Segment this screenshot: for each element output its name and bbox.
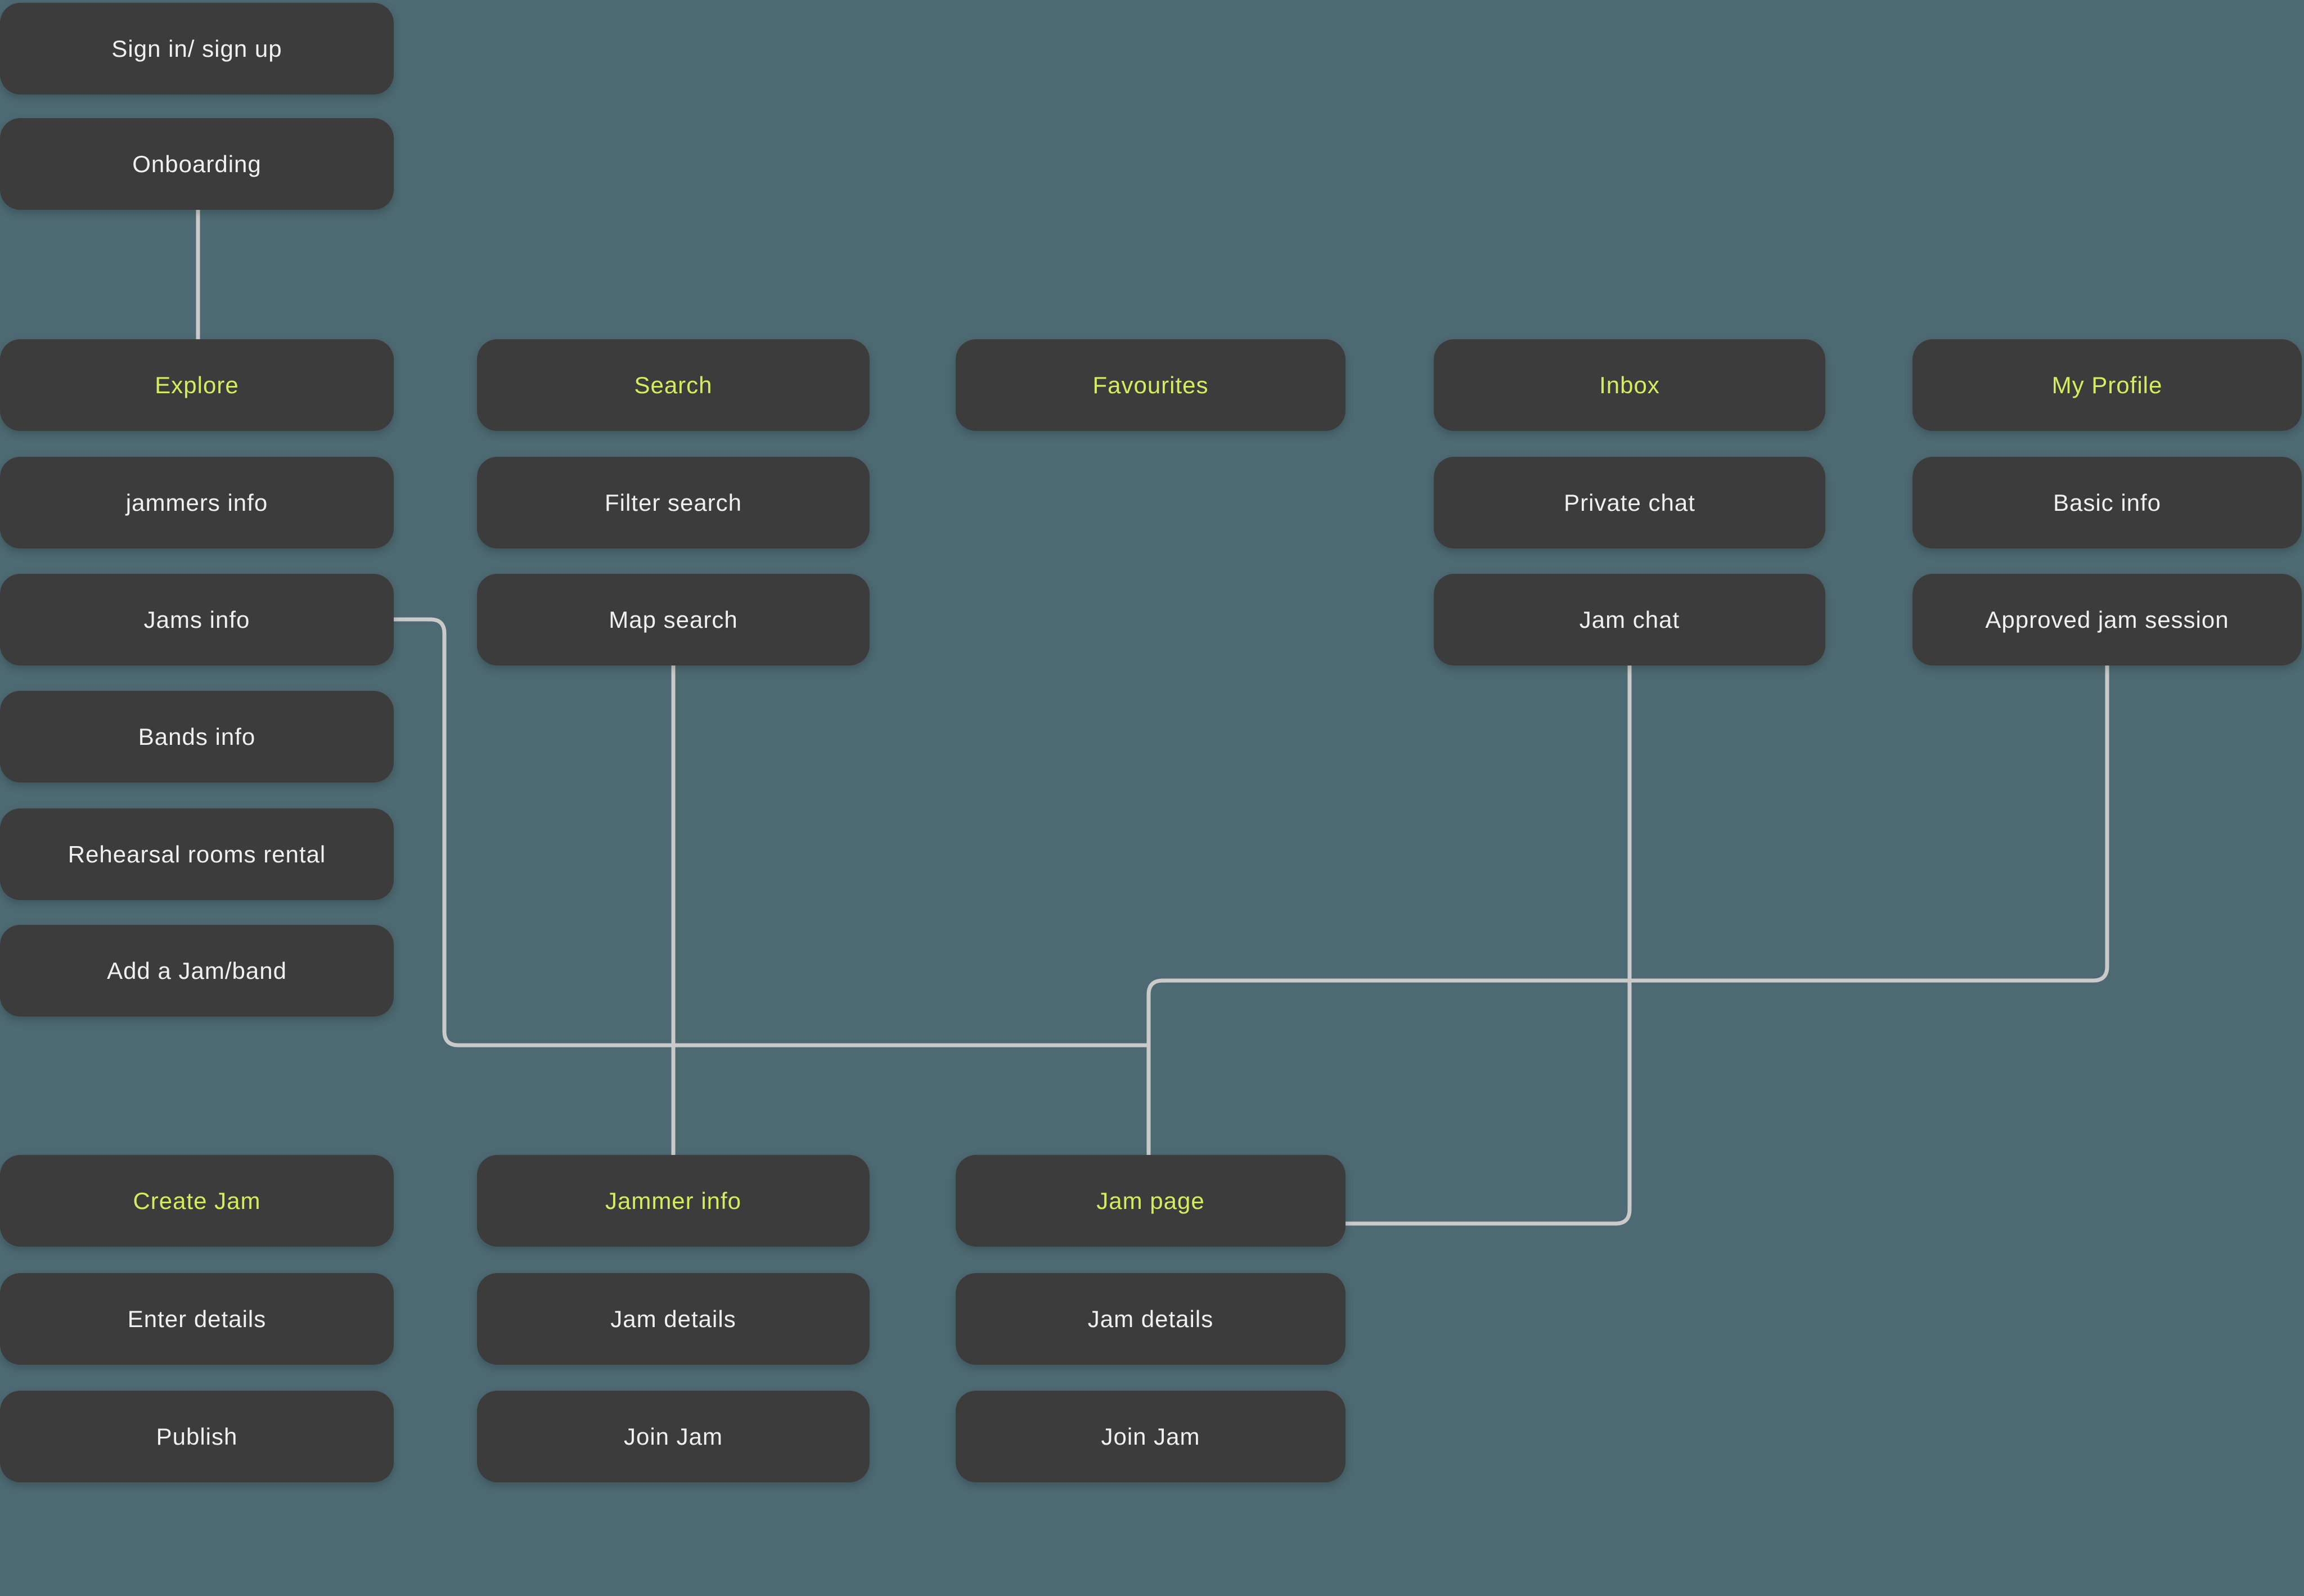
node-bands-info[interactable]: Bands info (0, 691, 394, 783)
node-rehearsal-rooms-rental[interactable]: Rehearsal rooms rental (0, 808, 394, 900)
node-jammers-info[interactable]: jammers info (0, 457, 394, 549)
node-explore[interactable]: Explore (0, 339, 394, 431)
node-jam-page[interactable]: Jam page (956, 1155, 1346, 1247)
node-jam-details-col2[interactable]: Jam details (477, 1273, 870, 1365)
node-create-jam[interactable]: Create Jam (0, 1155, 394, 1247)
node-inbox[interactable]: Inbox (1434, 339, 1825, 431)
node-approved-jam-session[interactable]: Approved jam session (1912, 574, 2302, 666)
node-search[interactable]: Search (477, 339, 870, 431)
node-jam-details-col3[interactable]: Jam details (956, 1273, 1346, 1365)
connector-jams-info-to-jam-page (394, 617, 1149, 1047)
node-private-chat[interactable]: Private chat (1434, 457, 1825, 549)
node-join-jam-col2[interactable]: Join Jam (477, 1391, 870, 1482)
node-jams-info[interactable]: Jams info (0, 574, 394, 666)
node-basic-info[interactable]: Basic info (1912, 457, 2302, 549)
node-onboarding[interactable]: Onboarding (0, 118, 394, 210)
node-map-search[interactable]: Map search (477, 574, 870, 666)
connector-jam-chat-to-jam-page (1346, 665, 1632, 1226)
node-favourites[interactable]: Favourites (956, 339, 1346, 431)
node-jammer-info[interactable]: Jammer info (477, 1155, 870, 1247)
node-sign-in-sign-up[interactable]: Sign in/ sign up (0, 3, 394, 95)
node-add-a-jam-band[interactable]: Add a Jam/band (0, 925, 394, 1017)
node-filter-search[interactable]: Filter search (477, 457, 870, 549)
node-enter-details[interactable]: Enter details (0, 1273, 394, 1365)
node-publish[interactable]: Publish (0, 1391, 394, 1482)
node-join-jam-col3[interactable]: Join Jam (956, 1391, 1346, 1482)
node-my-profile[interactable]: My Profile (1912, 339, 2302, 431)
node-jam-chat[interactable]: Jam chat (1434, 574, 1825, 666)
